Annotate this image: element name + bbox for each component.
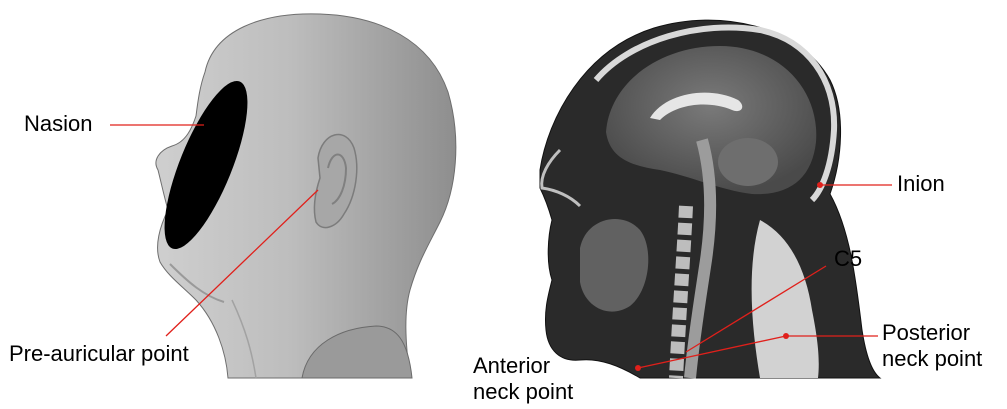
head-render-panel xyxy=(148,14,456,378)
label-inion: Inion xyxy=(897,172,945,196)
label-anterior-neck-line2: neck point xyxy=(473,380,573,404)
label-anterior-neck-line1: Anterior xyxy=(473,354,550,378)
cerebellum xyxy=(718,138,778,186)
label-posterior-neck-line2: neck point xyxy=(882,347,982,371)
label-nasion: Nasion xyxy=(24,112,92,136)
label-pre-auricular: Pre-auricular point xyxy=(9,342,189,366)
inion-marker xyxy=(817,182,823,188)
label-posterior-neck-line1: Posterior xyxy=(882,321,970,345)
anterior-neck-marker xyxy=(635,365,641,371)
mri-slice-panel xyxy=(540,20,880,378)
label-c5: C5 xyxy=(834,247,862,271)
